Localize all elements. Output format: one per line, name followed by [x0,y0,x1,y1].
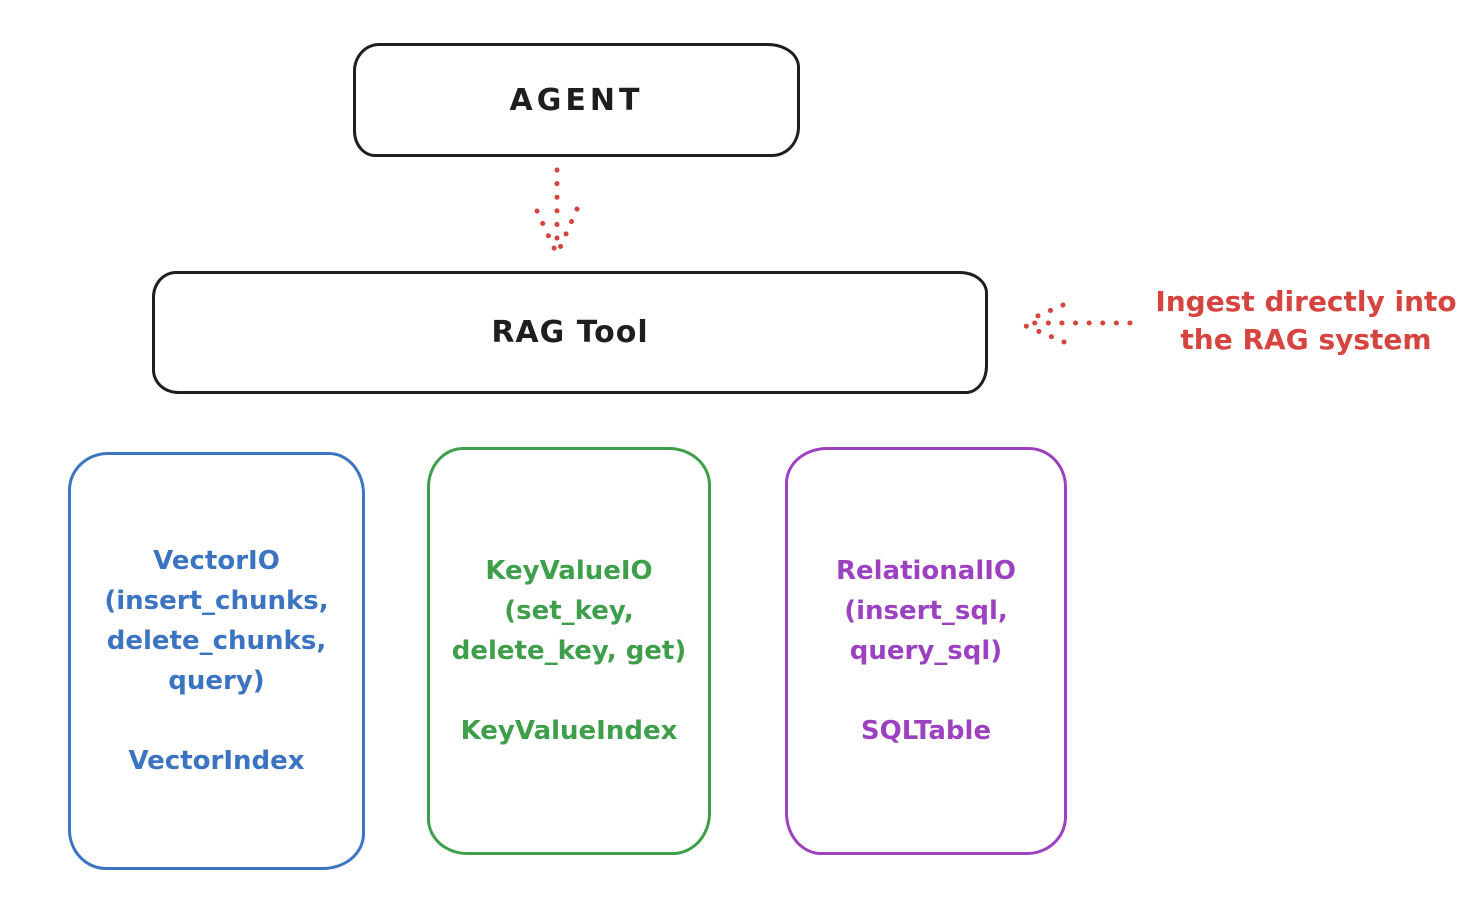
keyvalue-index-label: KeyValueIndex [460,716,678,746]
ingest-annotation-line-2: the RAG system [1180,323,1432,356]
agent-node-label: AGENT [509,82,644,118]
relational-io-methods-line: query_sql) [849,636,1003,666]
vector-io-methods-line: (insert_chunks, [104,586,329,616]
vector-io-title-line: VectorIO [153,546,280,576]
vector-io-node: VectorIO (insert_chunks, delete_chunks, … [68,452,365,870]
sql-table-label: SQLTable [860,716,992,746]
vector-io-methods-line: query) [168,666,265,696]
vector-io-methods-line: delete_chunks, [106,626,327,656]
relational-io-methods-line: (insert_sql, [844,596,1008,626]
annotation-to-rag-tool-arrow [1023,302,1133,345]
relational-io-title-line: RelationalIO [835,556,1017,586]
keyvalue-io-methods-line: delete_key, get) [451,636,687,666]
ingest-annotation: Ingest directly into the RAG system [1138,283,1474,359]
ingest-annotation-line-1: Ingest directly into [1155,285,1457,318]
keyvalue-io-methods-line: (set_key, [504,596,634,626]
rag-tool-node: RAG Tool [152,271,988,394]
keyvalue-io-node: KeyValueIO (set_key, delete_key, get) Ke… [427,447,711,855]
keyvalue-io-title-line: KeyValueIO [485,556,653,586]
relational-io-node: RelationalIO (insert_sql, query_sql) SQL… [785,447,1067,855]
vector-index-label: VectorIndex [128,746,305,776]
agent-node: AGENT [353,43,800,157]
rag-tool-node-label: RAG Tool [491,315,649,350]
agent-to-rag-tool-arrow [534,167,580,253]
